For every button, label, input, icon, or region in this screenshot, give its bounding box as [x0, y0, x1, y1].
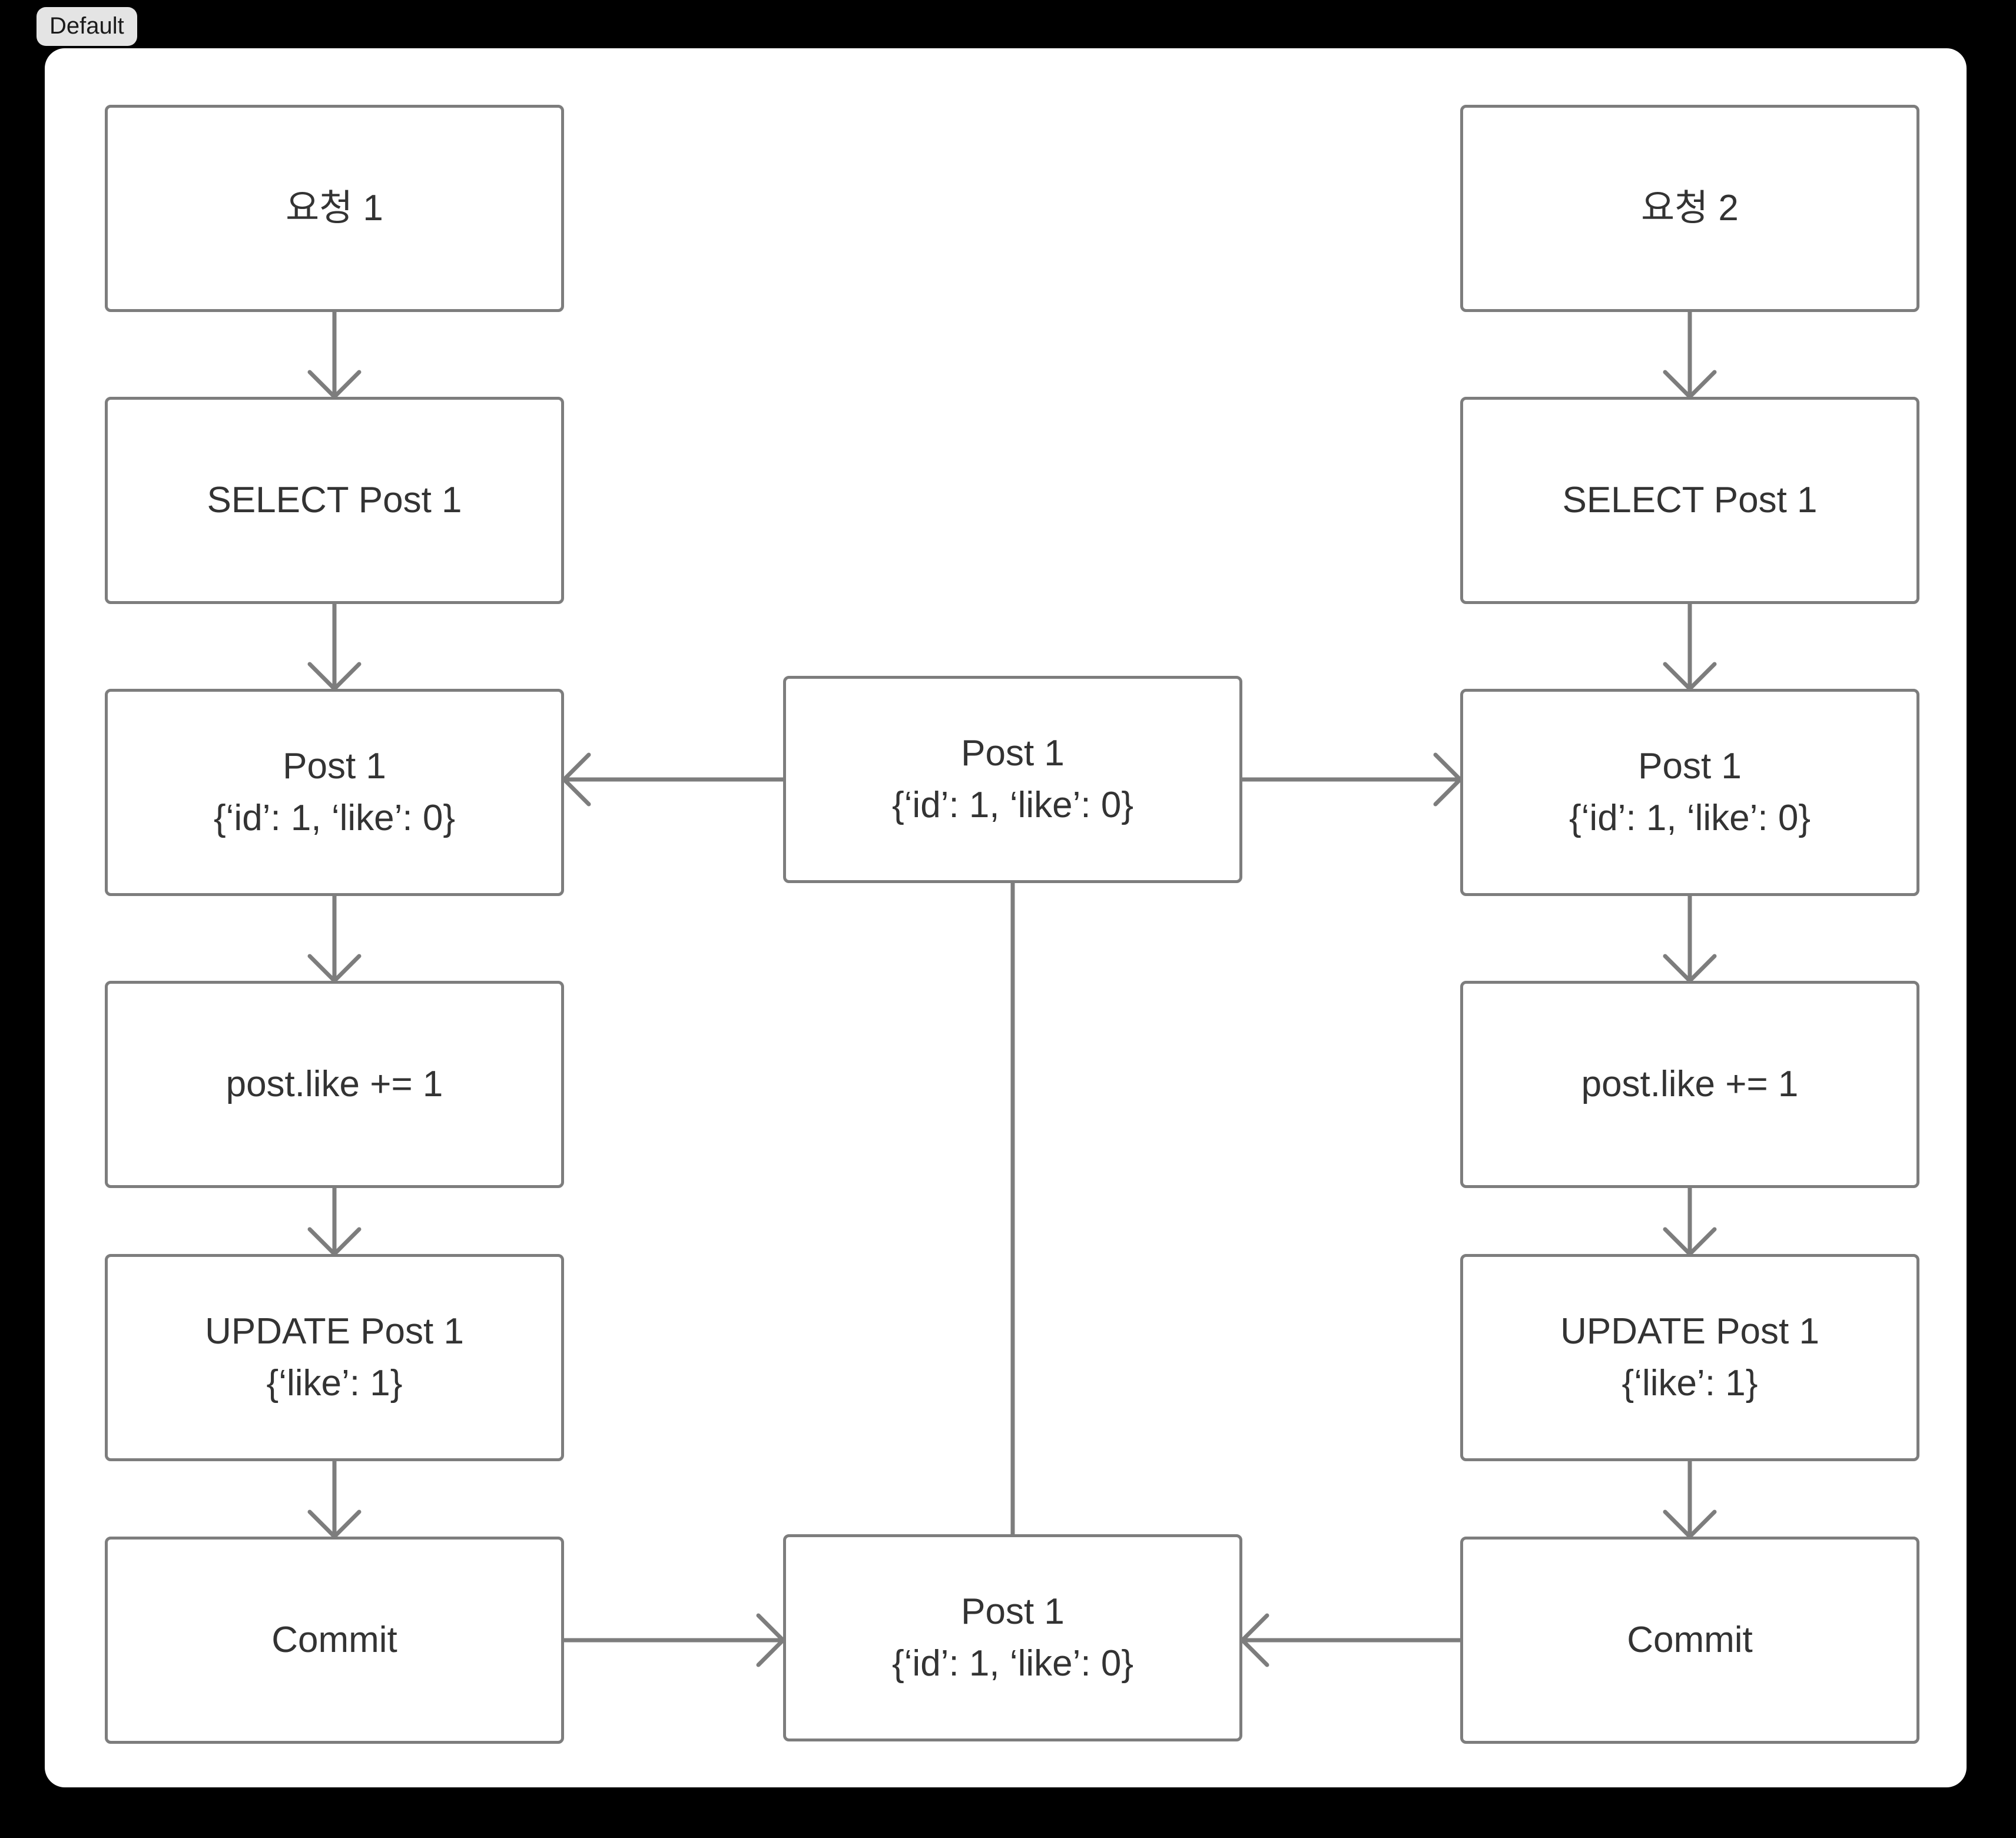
node-select2[interactable]: SELECT Post 1: [1460, 397, 1919, 604]
node-label-primary: 요청 1: [286, 187, 383, 228]
node-label-secondary: {‘like’: 1}: [266, 1363, 403, 1404]
node-label-primary: UPDATE Post 1: [205, 1311, 464, 1352]
node-label-secondary: {‘id’: 1, ‘like’: 0}: [1569, 798, 1811, 838]
node-label-secondary: {‘like’: 1}: [1622, 1363, 1758, 1404]
node-db_bottom[interactable]: Post 1 {‘id’: 1, ‘like’: 0}: [783, 1534, 1242, 1741]
node-req2[interactable]: 요청 2: [1460, 105, 1919, 312]
node-update_left[interactable]: UPDATE Post 1 {‘like’: 1}: [105, 1254, 564, 1461]
default-badge: Default: [37, 7, 137, 46]
diagram-canvas: [45, 48, 1967, 1787]
node-select1[interactable]: SELECT Post 1: [105, 397, 564, 604]
node-label-primary: post.like += 1: [226, 1063, 443, 1104]
node-label-primary: Post 1: [961, 732, 1065, 774]
node-req1[interactable]: 요청 1: [105, 105, 564, 312]
node-label-primary: post.like += 1: [1581, 1063, 1799, 1104]
node-post1_left[interactable]: Post 1 {‘id’: 1, ‘like’: 0}: [105, 689, 564, 896]
node-label-primary: UPDATE Post 1: [1560, 1311, 1819, 1352]
node-commit_left[interactable]: Commit: [105, 1537, 564, 1744]
node-update_right[interactable]: UPDATE Post 1 {‘like’: 1}: [1460, 1254, 1919, 1461]
node-incr_left[interactable]: post.like += 1: [105, 981, 564, 1188]
node-label-primary: Post 1: [1638, 745, 1742, 787]
node-label-secondary: {‘id’: 1, ‘like’: 0}: [891, 1643, 1134, 1684]
node-post1_right[interactable]: Post 1 {‘id’: 1, ‘like’: 0}: [1460, 689, 1919, 896]
node-db_top[interactable]: Post 1 {‘id’: 1, ‘like’: 0}: [783, 676, 1242, 883]
node-label-secondary: {‘id’: 1, ‘like’: 0}: [213, 798, 456, 838]
node-label-primary: SELECT Post 1: [207, 479, 462, 520]
node-label-primary: 요청 2: [1641, 187, 1739, 228]
node-label-primary: Commit: [1627, 1619, 1753, 1660]
node-commit_right[interactable]: Commit: [1460, 1537, 1919, 1744]
node-label-primary: SELECT Post 1: [1562, 479, 1818, 520]
node-label-primary: Post 1: [283, 745, 386, 787]
node-label-primary: Post 1: [961, 1591, 1065, 1632]
node-label-primary: Commit: [271, 1619, 397, 1660]
node-label-secondary: {‘id’: 1, ‘like’: 0}: [891, 785, 1134, 825]
node-incr_right[interactable]: post.like += 1: [1460, 981, 1919, 1188]
